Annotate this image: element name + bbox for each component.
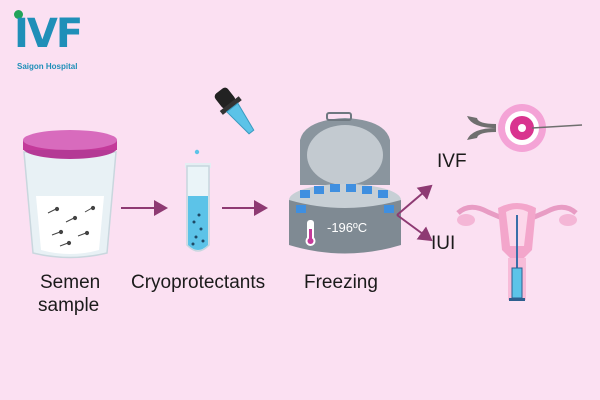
test-tube-dropper-icon [185, 87, 255, 252]
arrow-to-iui [396, 214, 433, 242]
step-label-semen-line2: sample [38, 295, 100, 316]
arrow-to-ivf [396, 184, 433, 216]
tank-temperature: -196ºC [327, 220, 368, 235]
uterus-catheter-icon [456, 203, 578, 301]
cryo-tank-icon [289, 112, 401, 254]
logo-dot [14, 10, 23, 19]
step-label-freezing: Freezing [304, 272, 378, 293]
specimen-cup-icon [23, 130, 117, 259]
outcome-label-ivf: IVF [437, 151, 467, 172]
egg-injection-icon [467, 104, 583, 152]
outcome-label-iui: IUI [431, 233, 456, 254]
logo-subtitle: Saigon Hospital [17, 62, 78, 71]
logo-name: IVF [14, 11, 83, 57]
step-label-semen-line1: Semen [40, 272, 101, 293]
step-label-cryoprotectants: Cryoprotectants [131, 272, 266, 293]
